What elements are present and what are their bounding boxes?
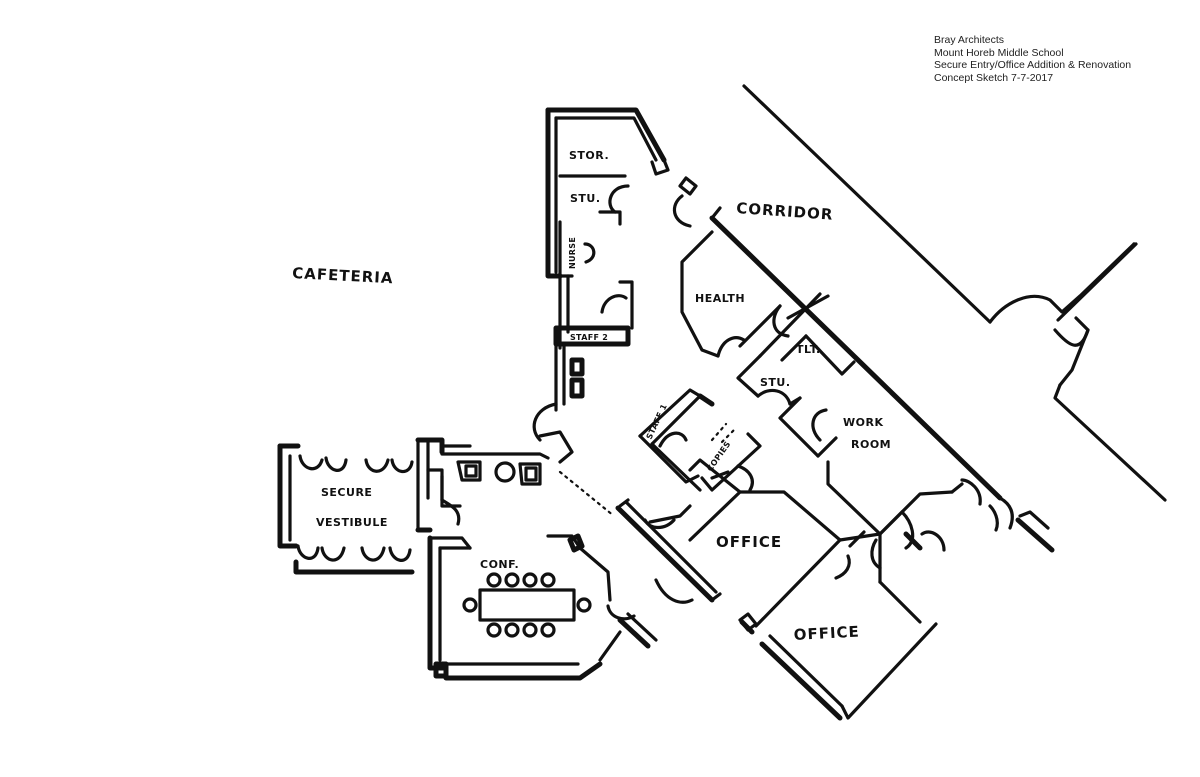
- project-name: Mount Horeb Middle School: [934, 46, 1064, 59]
- label-stu-upper: STU.: [570, 192, 601, 205]
- label-room: ROOM: [851, 438, 891, 451]
- label-copies: COPIES: [705, 440, 732, 473]
- office-block: [615, 458, 938, 721]
- lobby: [440, 444, 616, 518]
- label-staff1: STAFF 1: [645, 402, 669, 441]
- left-corridor-wall: [532, 274, 634, 464]
- label-nurse: NURSE: [568, 237, 577, 269]
- label-secure: SECURE: [321, 486, 372, 499]
- label-work: WORK: [843, 416, 883, 429]
- label-stu-lower: STU.: [760, 376, 791, 389]
- label-office-lower: OFFICE: [793, 623, 860, 644]
- staff-copies-block: [638, 388, 762, 492]
- exterior-walls: [742, 84, 1167, 502]
- label-tlt: TLT.: [796, 343, 821, 356]
- conference-room: [427, 533, 658, 681]
- health-suite: [680, 230, 999, 624]
- label-cafeteria: CAFETERIA: [292, 264, 394, 287]
- label-health: HEALTH: [695, 292, 745, 305]
- secure-vestibule: [277, 437, 461, 575]
- project-description: Secure Entry/Office Addition & Renovatio…: [934, 59, 1132, 71]
- room-labels: STOR. STU. NURSE CORRIDOR CAFETERIA STAF…: [292, 149, 891, 644]
- title-block: Bray Architects Mount Horeb Middle Schoo…: [934, 34, 1131, 84]
- label-office-upper: OFFICE: [716, 533, 782, 551]
- sketch-date: Concept Sketch 7-7-2017: [934, 71, 1054, 84]
- label-corridor: CORRIDOR: [736, 199, 834, 224]
- firm-name: Bray Architects: [934, 34, 1005, 46]
- label-conf: CONF.: [480, 558, 519, 571]
- label-vestibule: VESTIBULE: [316, 516, 388, 529]
- label-staff2: STAFF 2: [570, 333, 608, 342]
- label-stor: STOR.: [569, 149, 609, 162]
- corridor-walls: [709, 206, 1055, 553]
